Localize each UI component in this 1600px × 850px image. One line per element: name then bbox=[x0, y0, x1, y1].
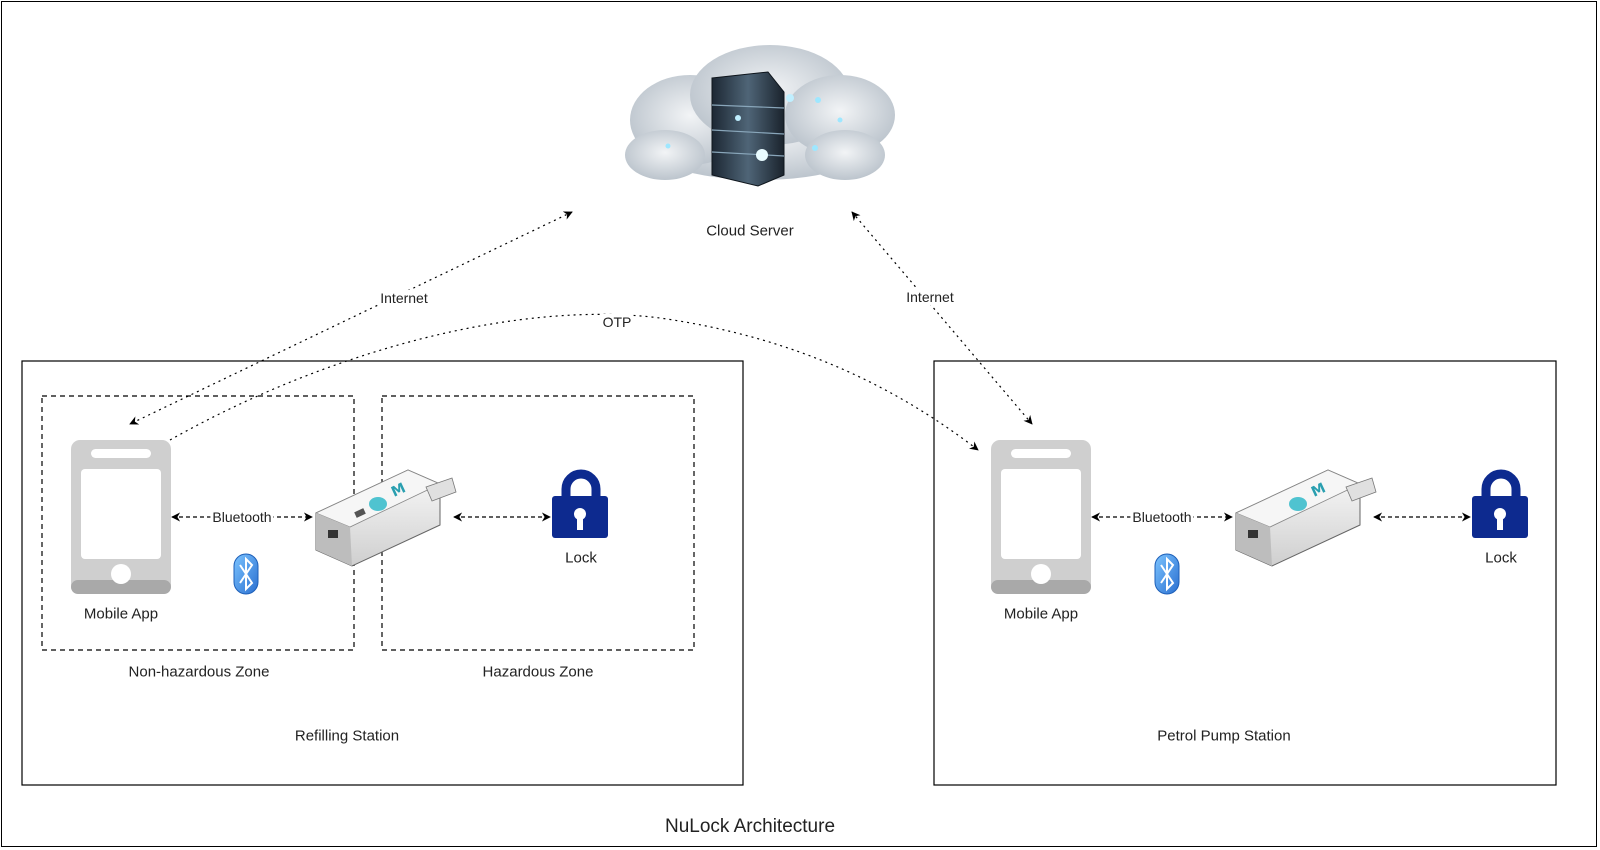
lock-label-left: Lock bbox=[565, 549, 597, 567]
lock-icon bbox=[1472, 469, 1528, 538]
bluetooth-label-right: Bluetooth bbox=[1130, 509, 1194, 525]
mobile-phone-icon bbox=[991, 440, 1091, 594]
cloud-server-label: Cloud Server bbox=[706, 222, 794, 240]
petrol-station-box bbox=[933, 360, 1557, 786]
otp-label: OTP bbox=[600, 314, 634, 330]
internet-label-right: Internet bbox=[904, 289, 956, 305]
bluetooth-icon bbox=[1154, 553, 1180, 595]
mobile-phone-icon bbox=[71, 440, 171, 594]
petrol-station-label: Petrol Pump Station bbox=[1157, 727, 1291, 745]
diagram-title: NuLock Architecture bbox=[664, 816, 836, 837]
mobile-app-label-right: Mobile App bbox=[1003, 605, 1079, 623]
bluetooth-label-left: Bluetooth bbox=[210, 509, 274, 525]
lock-label-right: Lock bbox=[1485, 549, 1517, 567]
svg-text:M: M bbox=[389, 480, 408, 500]
bluetooth-icon bbox=[233, 553, 259, 595]
nulock-device-icon: M bbox=[315, 469, 457, 567]
nulock-device-icon: M bbox=[1235, 469, 1377, 567]
internet-label-left: Internet bbox=[378, 290, 430, 306]
lock-icon bbox=[552, 469, 608, 538]
svg-text:M: M bbox=[1309, 480, 1328, 500]
refilling-station-label: Refilling Station bbox=[294, 727, 400, 745]
nonhazardous-zone-label: Non-hazardous Zone bbox=[128, 663, 270, 681]
internet-link-right bbox=[851, 211, 1033, 425]
hazardous-zone-label: Hazardous Zone bbox=[482, 663, 594, 681]
cloud-server-icon bbox=[625, 45, 895, 187]
mobile-app-label-left: Mobile App bbox=[83, 605, 159, 623]
otp-link bbox=[169, 313, 979, 451]
internet-link-left bbox=[129, 211, 573, 425]
